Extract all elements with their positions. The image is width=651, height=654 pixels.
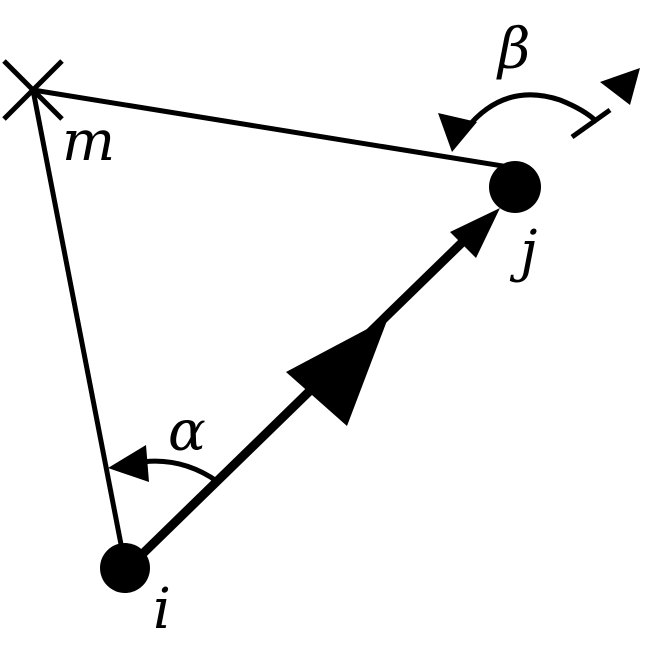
angle-alpha-arrowhead [108,445,149,482]
label-alpha: α [168,399,206,464]
vector-i-j [124,221,484,572]
vector-arrowhead-mid [286,318,388,426]
label-i: i [153,577,171,642]
angle-beta-arc [457,92,599,139]
label-m: m [62,109,115,174]
vector-arrowhead-end [450,208,500,258]
edge-m-j [32,87,516,171]
point-j-dot [489,161,541,213]
angle-beta-arrowhead-left [438,113,477,152]
label-beta: β [496,17,530,82]
point-m-cross [2,59,64,121]
angle-beta-arrowhead-right [600,68,640,105]
edge-m-i [30,89,128,566]
angle-beta-tick [570,107,612,140]
point-i-dot [100,543,150,593]
label-j: j [509,219,537,284]
